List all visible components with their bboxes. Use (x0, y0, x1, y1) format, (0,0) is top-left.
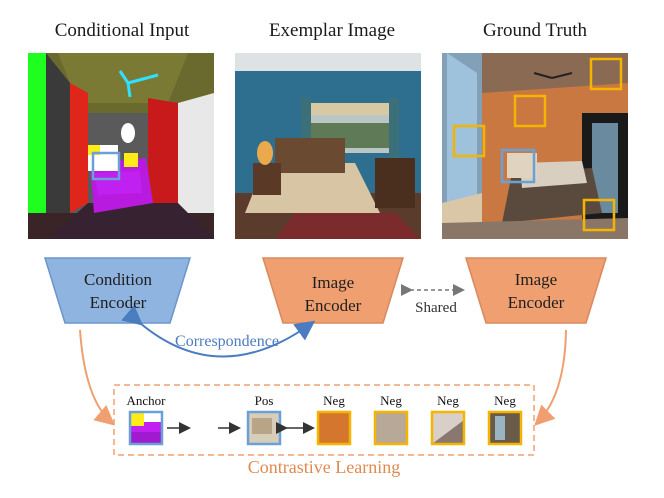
neg-thumbnail-4 (487, 410, 523, 446)
title-ground-truth: Ground Truth (483, 20, 587, 41)
neg-label-3: Neg (437, 393, 459, 408)
image-encoder-1-line1: Image (311, 273, 355, 292)
condition-encoder-line1: Condition (83, 270, 152, 289)
contrastive-learning-title: Contrastive Learning (247, 457, 401, 477)
condition-to-contrastive-arrow (79, 329, 116, 426)
groundtruth-to-contrastive-arrow (534, 329, 567, 426)
title-conditional-input: Conditional Input (54, 20, 190, 41)
image-encoder-1-line2: Encoder (304, 296, 362, 315)
neg-thumbnail-3 (430, 410, 466, 446)
correspondence-arrow (121, 305, 316, 358)
condition-encoder-label: Condition Encoder (43, 268, 193, 314)
pos-label: Pos (254, 393, 274, 408)
image-encoder-shape-2 (464, 257, 608, 324)
ground-truth-image (442, 53, 628, 239)
conditional-input-image (28, 53, 214, 239)
neg-thumbnail-1 (316, 410, 352, 446)
anchor-thumbnail (128, 410, 164, 446)
condition-encoder-line2: Encoder (89, 293, 147, 312)
neg-label-1: Neg (323, 393, 345, 408)
image-encoder-label-2: Image Encoder (461, 268, 611, 314)
neg-label-4: Neg (494, 393, 516, 408)
image-encoder-label-1: Image Encoder (258, 271, 408, 317)
shared-label: Shared (415, 300, 457, 316)
contrastive-learning-box (113, 384, 535, 456)
correspondence-label: Correspondence (175, 333, 279, 350)
exemplar-image (235, 53, 421, 239)
image-encoder-2-line2: Encoder (507, 293, 565, 312)
title-exemplar-image: Exemplar Image (268, 20, 396, 41)
neg-thumbnail-2 (373, 410, 409, 446)
anchor-label: Anchor (126, 393, 166, 408)
image-encoder-2-line1: Image (514, 270, 558, 289)
neg-label-2: Neg (380, 393, 402, 408)
pos-thumbnail (246, 410, 282, 446)
